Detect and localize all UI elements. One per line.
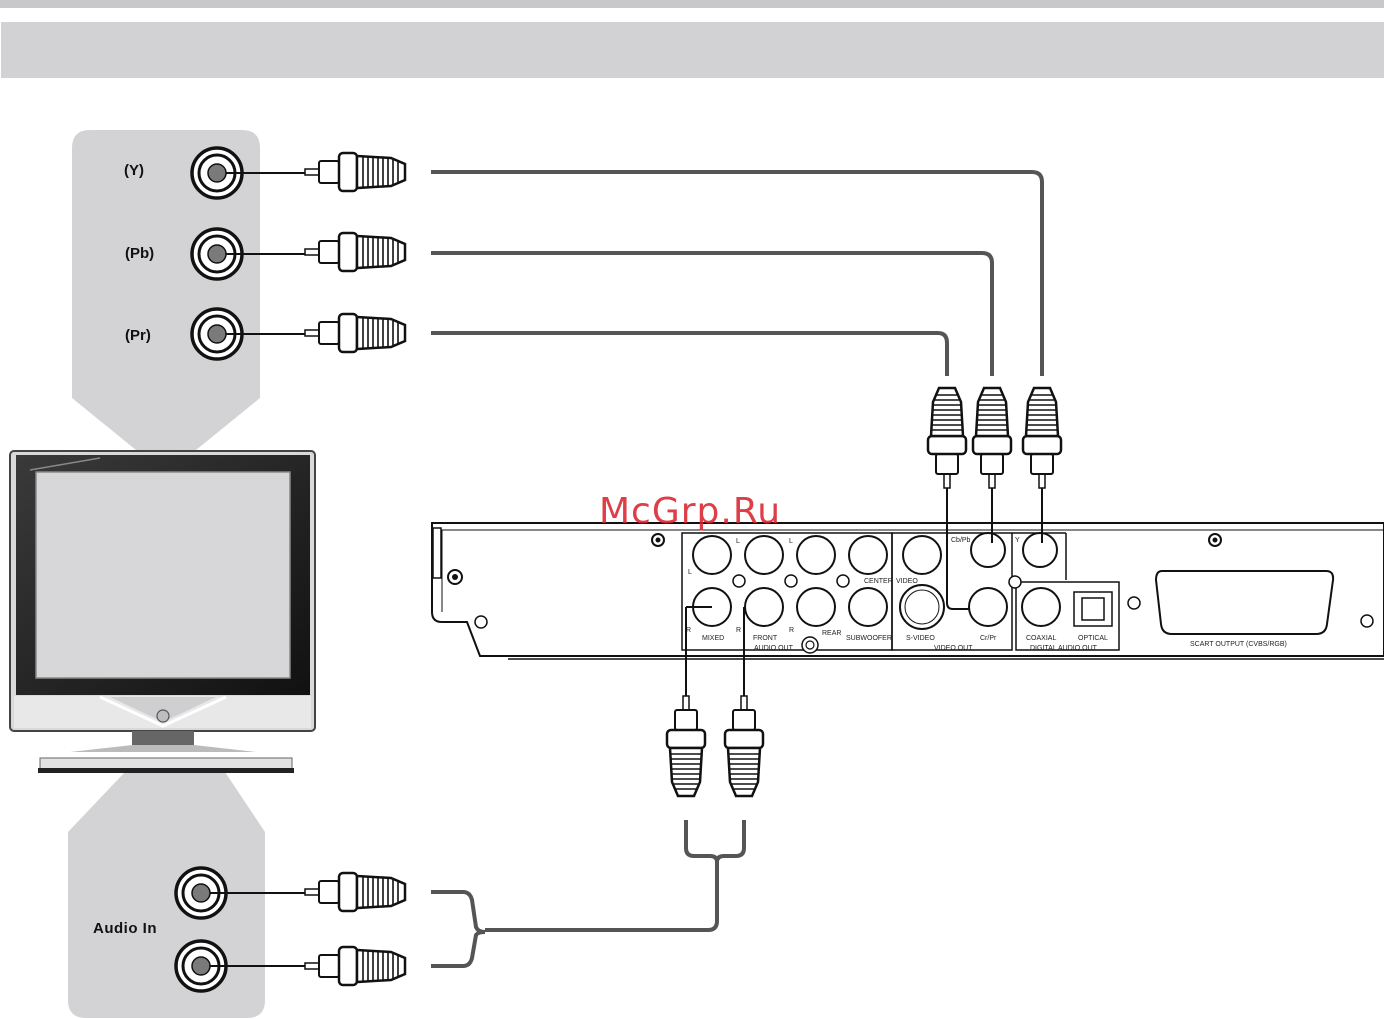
audio-r-label-1: R [686, 627, 691, 634]
watermark: McGrp.Ru [599, 491, 781, 532]
plug-audio-r-player [723, 694, 765, 798]
cbpb-label: Cb/Pb [951, 537, 971, 544]
dvd-player [431, 522, 1384, 660]
audio-center-label: CENTER [864, 578, 893, 585]
plug-audio-left [303, 871, 407, 913]
audio-input-panel [68, 772, 265, 1018]
plug-audio-right [303, 945, 407, 987]
crpr-label: Cr/Pr [980, 635, 997, 642]
audio-out-group-label: AUDIO OUT [754, 645, 794, 652]
plug-pr [303, 312, 407, 354]
y-out-label: Y [1015, 537, 1020, 544]
video-input-panel [72, 130, 260, 450]
top-rule [0, 0, 1384, 8]
audio-subwoofer-label: SUBWOOFER [846, 635, 892, 642]
plug-y-player [1021, 386, 1063, 490]
jack-pb [190, 227, 244, 281]
video-out-group-label: VIDEO OUT [934, 645, 973, 652]
digital-audio-out-group-label: DIGITAL AUDIO OUT [1030, 645, 1098, 652]
label-pr: (Pr) [125, 327, 151, 344]
label-audio-in: Audio In [93, 920, 157, 937]
scart-label: SCART OUTPUT (CVBS/RGB) [1190, 641, 1287, 648]
player-video-leads [946, 487, 1043, 610]
audio-r-label-2: R [736, 627, 741, 634]
plug-pb [303, 231, 407, 273]
player-audio-leads [685, 606, 745, 697]
optical-label: OPTICAL [1078, 635, 1108, 642]
label-pb: (Pb) [125, 245, 154, 262]
coaxial-label: COAXIAL [1026, 635, 1056, 642]
plug-y [303, 151, 407, 193]
plug-pr-player [926, 386, 968, 490]
audio-r-label-3: R [789, 627, 794, 634]
audio-top-label-1: L [736, 538, 740, 545]
tv-illustration [9, 450, 316, 773]
tv-jack-leads [210, 172, 305, 967]
plug-pb-player [971, 386, 1013, 490]
header-bar [1, 22, 1384, 78]
svideo-label: S-VIDEO [906, 635, 935, 642]
audio-top-label-2: L [789, 538, 793, 545]
plug-audio-l-player [665, 694, 707, 798]
audio-mixed-label: MIXED [702, 635, 724, 642]
audio-top-label-3: L [688, 569, 692, 576]
video-cables [431, 170, 1044, 376]
audio-rear-label: REAR [822, 630, 841, 637]
audio-front-label: FRONT [753, 635, 778, 642]
label-y: (Y) [124, 162, 144, 179]
audio-cables [431, 820, 746, 968]
video-label: VIDEO [896, 578, 918, 585]
